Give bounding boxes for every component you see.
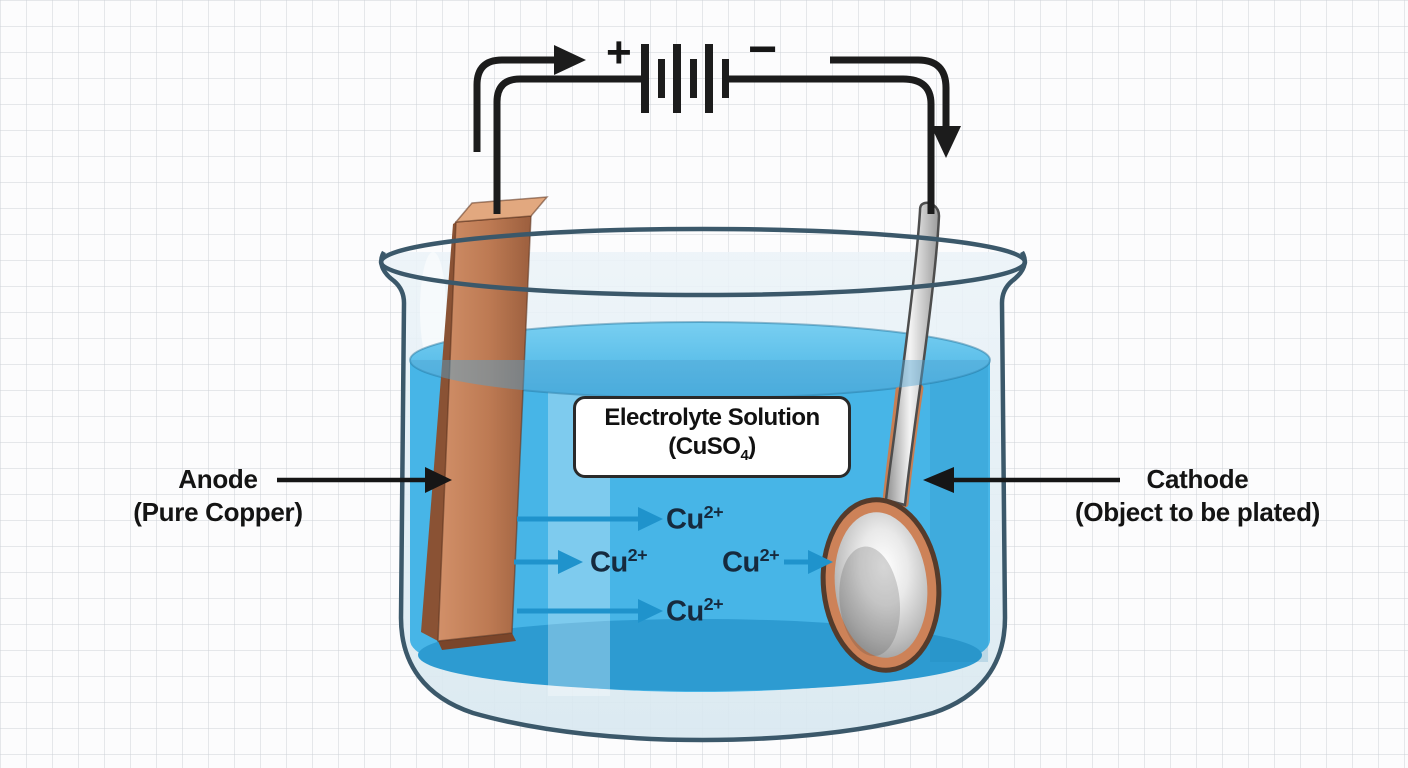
battery-plate-short	[690, 59, 697, 98]
battery-positive-sign: +	[606, 28, 632, 77]
ion-arrow-4-head	[808, 550, 833, 574]
ion-arrow-3-head	[638, 599, 663, 623]
anode-top-face	[454, 196, 549, 223]
pointer-arrows	[277, 467, 1120, 493]
cathode-pointer-head	[923, 467, 954, 493]
battery-plate-long	[705, 44, 713, 113]
solution-surface-front	[410, 360, 990, 398]
wire-battery-to-cathode	[729, 75, 935, 214]
formula-prefix: (CuSO	[668, 433, 741, 461]
battery-plate-short	[722, 59, 729, 98]
ion-charge: 2+	[703, 502, 724, 522]
current-arrow-right	[830, 56, 950, 128]
ion-charge: 2+	[627, 545, 648, 565]
cu-ion-label-2: Cu2+	[590, 545, 648, 580]
current-arrow-right-head	[931, 126, 961, 158]
cathode-label: Cathode (Object to be plated)	[1040, 463, 1355, 529]
battery-plate-long	[673, 44, 681, 113]
battery-plate-long	[641, 44, 649, 113]
spoon-cathode	[820, 201, 942, 673]
cathode-label-title: Cathode	[1146, 464, 1249, 494]
ion-symbol: Cu	[666, 503, 704, 536]
circuit	[473, 44, 961, 214]
electrolyte-formula: (CuSO4)	[668, 432, 756, 471]
electrolyte-label-box: Electrolyte Solution (CuSO4)	[573, 396, 851, 478]
ion-symbol: Cu	[590, 546, 628, 579]
spoon-bowl	[820, 497, 942, 673]
copper-anode	[421, 196, 549, 650]
ion-charge: 2+	[703, 594, 724, 614]
bowl-shadow	[839, 546, 901, 657]
cu-ion-label-1: Cu2+	[666, 502, 724, 537]
anode-bottom-face	[438, 633, 516, 650]
electrolyte-title: Electrolyte Solution	[604, 404, 820, 432]
bowl-silver	[834, 512, 928, 658]
anode-pointer-head	[425, 467, 452, 493]
beaker-outline	[379, 250, 1027, 743]
battery-plate-short	[658, 59, 665, 98]
ion-charge: 2+	[759, 545, 780, 565]
anode-label-title: Anode	[178, 464, 258, 494]
cathode-label-subtitle: (Object to be plated)	[1074, 497, 1321, 527]
ion-arrow-1-head	[638, 507, 663, 531]
anode-side-face	[421, 221, 458, 641]
ion-symbol: Cu	[666, 595, 704, 628]
ion-arrow-2-head	[558, 550, 583, 574]
wire-anode-to-battery	[493, 75, 641, 214]
anode-label-subtitle: (Pure Copper)	[133, 497, 303, 527]
cu-ion-label-4: Cu2+	[722, 545, 780, 580]
cu-ion-label-3: Cu2+	[666, 594, 724, 629]
ion-symbol: Cu	[722, 546, 760, 579]
ion-arrows	[514, 507, 833, 623]
anode-label: Anode (Pure Copper)	[68, 463, 368, 529]
battery-symbol	[641, 44, 729, 113]
battery-negative-sign: −	[748, 21, 778, 77]
beaker-rim	[378, 226, 1028, 298]
formula-subscript: 4	[740, 447, 749, 464]
current-arrow-left-head	[554, 45, 586, 75]
current-arrow-left	[473, 56, 556, 152]
formula-suffix: )	[748, 433, 756, 461]
